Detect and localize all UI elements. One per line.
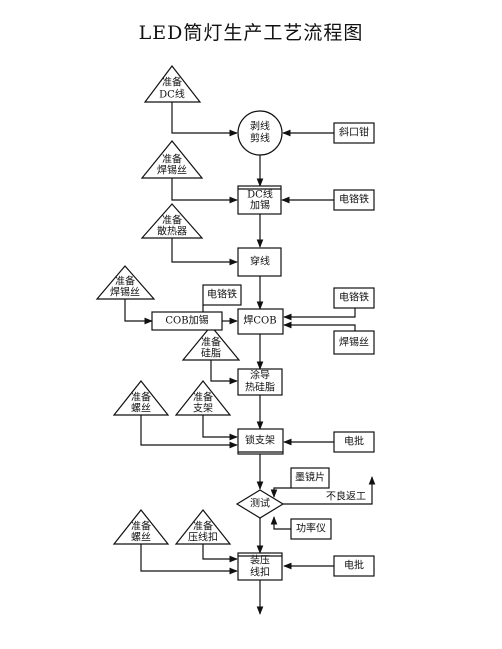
thread-wire-node: 穿线 [237, 247, 282, 277]
prep-wire-clamp: 准备 压线扣 [174, 509, 232, 545]
flow-arrow [171, 102, 238, 137]
weld-cob-node: 焊COB [237, 308, 284, 335]
solder-wire-box: 焊锡丝 [333, 330, 375, 355]
prep-solder-wire-2: 准备 焊锡丝 [95, 265, 156, 300]
flow-arrow [140, 415, 238, 449]
prep-clamp-line1: 准备 [193, 520, 213, 533]
dc-tin-line1: DC线 [247, 188, 273, 201]
soldering-iron-box-2: 电铬铁 [202, 284, 242, 306]
flow-arrow [283, 321, 356, 331]
screwdriver-label: 电批 [344, 435, 364, 448]
test-node: 测试 [235, 489, 285, 519]
prep-heatsink-line2: 散热器 [157, 225, 187, 238]
prep-silicone-line1: 准备 [201, 336, 221, 349]
soldering-iron-label: 电铬铁 [339, 193, 369, 206]
thread-wire-label: 穿线 [250, 255, 270, 268]
lock-bracket-label: 锁支架 [245, 434, 275, 447]
prep-heatsink-line1: 准备 [162, 214, 182, 227]
prep-screw-2-line1: 准备 [131, 520, 151, 533]
strip-cut-line2: 剪线 [250, 132, 270, 145]
prep-dc-wire-line1: 准备 [162, 76, 182, 89]
screwdriver-box-2: 电批 [333, 555, 375, 577]
prep-bracket-line1: 准备 [193, 391, 213, 404]
prep-screw-line1: 准备 [131, 391, 151, 404]
apply-paste-line1: 涂导 [250, 369, 270, 382]
dc-tin-node: DC线 加锡 [237, 185, 282, 215]
apply-paste-node: 涂导 热硅脂 [237, 368, 283, 396]
diagonal-pliers-label: 斜口钳 [339, 126, 369, 139]
prep-clamp-line2: 压线扣 [188, 531, 218, 544]
strip-cut-line1: 剥线 [250, 120, 270, 133]
prep-heatsink: 准备 散热器 [140, 203, 204, 239]
soldering-iron-box: 电铬铁 [333, 189, 375, 211]
prep-screw: 准备 螺丝 [112, 380, 170, 416]
lock-bracket-node: 锁支架 [237, 428, 284, 455]
rework-arrow [283, 476, 376, 505]
soldering-iron-box-3: 电铬铁 [333, 287, 375, 309]
weld-cob-label: 焊COB [243, 315, 276, 327]
prep-solder-2-line2: 焊锡丝 [110, 286, 140, 299]
install-clamp-line1: 装压 [250, 554, 270, 567]
cob-tin-label: COB加锡 [165, 314, 208, 327]
screwdriver-2-label: 电批 [344, 559, 364, 572]
diagonal-pliers-box: 斜口钳 [333, 122, 375, 144]
flow-arrow [140, 544, 238, 575]
flow-arrow [283, 308, 356, 321]
flow-arrow [210, 360, 238, 385]
flow-arrow [202, 544, 238, 563]
prep-screw-2: 准备 螺丝 [112, 509, 170, 545]
soldering-iron-3-label: 电铬铁 [339, 291, 369, 304]
page-title: LED筒灯生产工艺流程图 [138, 22, 364, 44]
prep-dc-wire: 准备 DC线 [143, 65, 202, 103]
flow-arrow [124, 299, 153, 325]
prep-solder-line2: 焊锡丝 [157, 164, 187, 177]
test-label: 测试 [250, 497, 270, 510]
prep-silicone: 准备 硅脂 [181, 325, 241, 361]
connectors [124, 102, 376, 615]
prep-solder-wire: 准备 焊锡丝 [140, 140, 204, 179]
install-clamp-node: 装压 线扣 [237, 552, 283, 581]
prep-solder-2-line1: 准备 [115, 275, 135, 288]
prep-screw-2-line2: 螺丝 [131, 532, 151, 544]
prep-silicone-line2: 硅脂 [201, 347, 221, 360]
dc-tin-line2: 加锡 [250, 199, 270, 212]
prep-bracket: 准备 支架 [174, 380, 232, 416]
prep-solder-line1: 准备 [162, 153, 182, 166]
soldering-iron-2-label: 电铬铁 [207, 288, 237, 301]
flow-arrow [171, 238, 238, 266]
flow-arrow [270, 487, 291, 498]
ink-film-label: 墨镜片 [295, 471, 325, 484]
cob-tin-node: COB加锡 [151, 311, 223, 331]
power-meter-box: 功率仪 [290, 518, 332, 540]
prep-dc-wire-line2: DC线 [159, 88, 185, 101]
prep-screw-line2: 螺丝 [131, 403, 151, 415]
prep-bracket-line2: 支架 [193, 403, 213, 415]
screwdriver-box: 电批 [333, 431, 375, 453]
install-clamp-line2: 线扣 [250, 566, 270, 579]
flow-arrow [270, 516, 291, 530]
rework-label: 不良返工 [326, 490, 366, 503]
solder-wire-label: 焊锡丝 [339, 336, 369, 349]
apply-paste-line2: 热硅脂 [245, 381, 275, 394]
strip-cut-node: 剥线 剪线 [237, 110, 283, 156]
ink-film-box: 墨镜片 [290, 467, 330, 489]
power-meter-label: 功率仪 [296, 522, 326, 535]
flow-arrow [171, 178, 238, 204]
flow-arrow [202, 415, 238, 441]
